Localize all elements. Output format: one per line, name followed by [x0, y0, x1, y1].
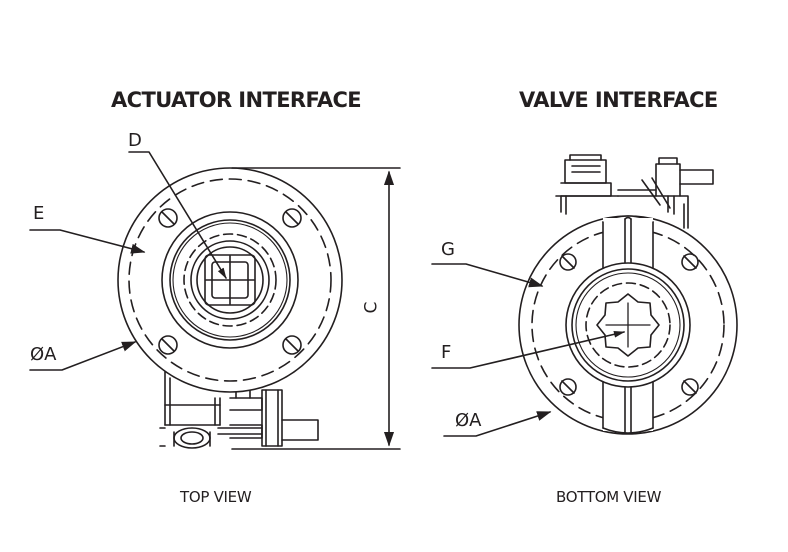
actuator-lower-housing — [159, 371, 319, 449]
square-drive-d — [204, 254, 256, 306]
actuator-interface-top-view — [29, 151, 401, 450]
dimension-c-label: C — [361, 301, 382, 314]
callout-g: G — [441, 239, 455, 260]
callout-f: F — [441, 342, 452, 363]
star-drive-f — [596, 293, 660, 357]
pilot-ring — [169, 219, 291, 341]
leader-g — [431, 263, 544, 288]
bottom-view-caption: BOTTOM VIEW — [556, 488, 662, 506]
bolt-circle-e — [128, 178, 332, 382]
valve-interface-bottom-view — [431, 154, 738, 437]
pilot-ring-outer — [161, 211, 299, 349]
leader-a-right — [443, 411, 552, 437]
bolt-circle-g — [531, 228, 725, 422]
callout-a-left: ØA — [30, 344, 57, 365]
callout-d: D — [128, 130, 142, 151]
spline-circle — [183, 233, 277, 327]
valve-top-fittings — [555, 154, 714, 229]
actuator-interface-heading: ACTUATOR INTERFACE — [111, 88, 362, 112]
valve-interface-heading: VALVE INTERFACE — [519, 88, 718, 112]
valve-spline-circle — [585, 282, 671, 368]
callout-e: E — [33, 203, 45, 224]
callout-a-right: ØA — [455, 410, 482, 431]
bolt-holes-right — [559, 253, 699, 396]
top-view-caption: TOP VIEW — [180, 488, 252, 506]
leader-a-left — [29, 341, 137, 371]
leader-e — [29, 229, 146, 254]
leader-d — [128, 151, 227, 279]
bolt-holes-left — [158, 208, 302, 355]
dimension-c — [231, 167, 401, 450]
leader-f — [431, 331, 626, 369]
